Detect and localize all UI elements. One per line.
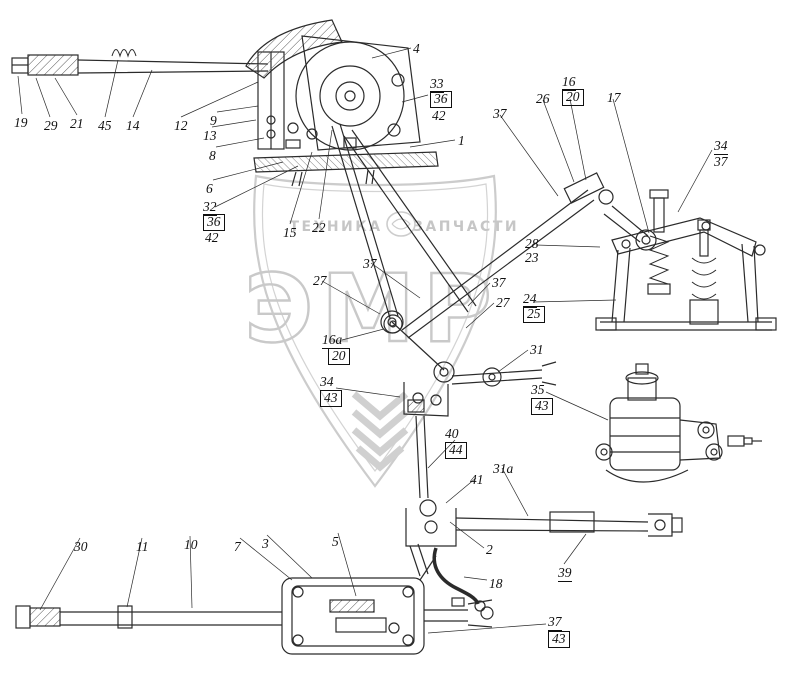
callout-45: 45 xyxy=(98,118,112,133)
callout-23: 23 xyxy=(525,250,539,265)
callout-33: 33 xyxy=(430,76,444,94)
callout-39: 39 xyxy=(558,565,572,583)
watermark-shield-inner xyxy=(261,183,489,473)
callout-7: 7 xyxy=(234,539,241,554)
leader-lines xyxy=(17,47,713,634)
callout-26: 26 xyxy=(536,91,550,106)
callout-34: 34 xyxy=(320,374,334,392)
mid-right-valve-body xyxy=(595,363,762,483)
callout-44: 44 xyxy=(445,442,467,460)
watermark-left-text: ТЕХНИКА xyxy=(289,219,382,235)
callout-31: 31 xyxy=(530,342,544,357)
callout-42: 42 xyxy=(432,108,446,123)
callout-19: 19 xyxy=(14,115,28,130)
callout-8: 8 xyxy=(209,148,216,163)
callout-16: 16 xyxy=(562,74,576,92)
callout-12: 12 xyxy=(174,118,188,133)
callout-36: 36 xyxy=(430,91,452,109)
callout-13: 13 xyxy=(203,128,217,143)
right-regulator-bracket-assembly xyxy=(595,189,777,331)
watermark-right-text: ЗАПЧАСТИ xyxy=(413,219,519,235)
callout-1: 1 xyxy=(458,133,465,148)
callout-10: 10 xyxy=(184,537,198,552)
callout-3: 3 xyxy=(262,536,269,551)
callout-40: 40 xyxy=(445,426,459,444)
callout-14: 14 xyxy=(126,118,140,133)
callout-43: 43 xyxy=(548,631,570,649)
callout-9: 9 xyxy=(210,113,217,128)
callout-24: 24 xyxy=(523,291,537,309)
callout-15: 15 xyxy=(283,225,297,240)
watermark-wheat-chevrons xyxy=(351,391,409,472)
callout-20: 20 xyxy=(328,348,350,366)
bottom-rod-housing-assembly xyxy=(15,555,494,655)
callout-30: 30 xyxy=(74,539,88,554)
callout-43: 43 xyxy=(531,398,553,416)
callout-35: 35 xyxy=(531,382,545,400)
callout-25: 25 xyxy=(523,306,545,324)
callout-4: 4 xyxy=(413,41,420,56)
callout-37: 37 xyxy=(548,614,562,632)
callout-6: 6 xyxy=(206,181,213,196)
callout-36: 36 xyxy=(203,214,225,232)
callout-37: 37 xyxy=(493,106,507,121)
callout-43: 43 xyxy=(320,390,342,408)
callout-28: 28 xyxy=(525,236,539,251)
callout-16a: 16a xyxy=(322,332,343,350)
callout-20: 20 xyxy=(562,89,584,107)
callout-37: 37 xyxy=(714,154,728,169)
hand-lever-rod-assembly xyxy=(11,49,301,150)
callout-27: 27 xyxy=(496,295,510,310)
callout-32: 32 xyxy=(203,199,217,217)
callout-42: 42 xyxy=(205,230,219,245)
callout-5: 5 xyxy=(332,534,339,549)
callout-18: 18 xyxy=(489,576,503,591)
watermark-emblem xyxy=(386,211,416,237)
callout-37: 37 xyxy=(492,275,506,290)
watermark-brand-text: ЭМР xyxy=(244,255,499,364)
callout-41: 41 xyxy=(470,472,484,487)
watermark-shield-outer xyxy=(253,174,497,488)
callout-11: 11 xyxy=(136,539,149,554)
central-bellcrank-linkage xyxy=(380,310,557,499)
lower-bracket-tierod xyxy=(405,499,683,612)
watermark-logo: ТЕХНИКА ЗАПЧАСТИ ЭМР xyxy=(243,174,519,488)
callout-17: 17 xyxy=(607,90,621,105)
callout-2: 2 xyxy=(486,542,493,557)
callout-22: 22 xyxy=(312,220,326,235)
mounting-platform xyxy=(253,151,439,187)
callout-37: 37 xyxy=(363,256,377,271)
callout-21: 21 xyxy=(70,116,84,131)
callout-29: 29 xyxy=(44,118,58,133)
brake-drum-sector-assembly xyxy=(245,19,421,151)
callout-31a: 31a xyxy=(493,461,514,476)
callout-27: 27 xyxy=(313,273,327,288)
callout-34: 34 xyxy=(714,138,728,156)
